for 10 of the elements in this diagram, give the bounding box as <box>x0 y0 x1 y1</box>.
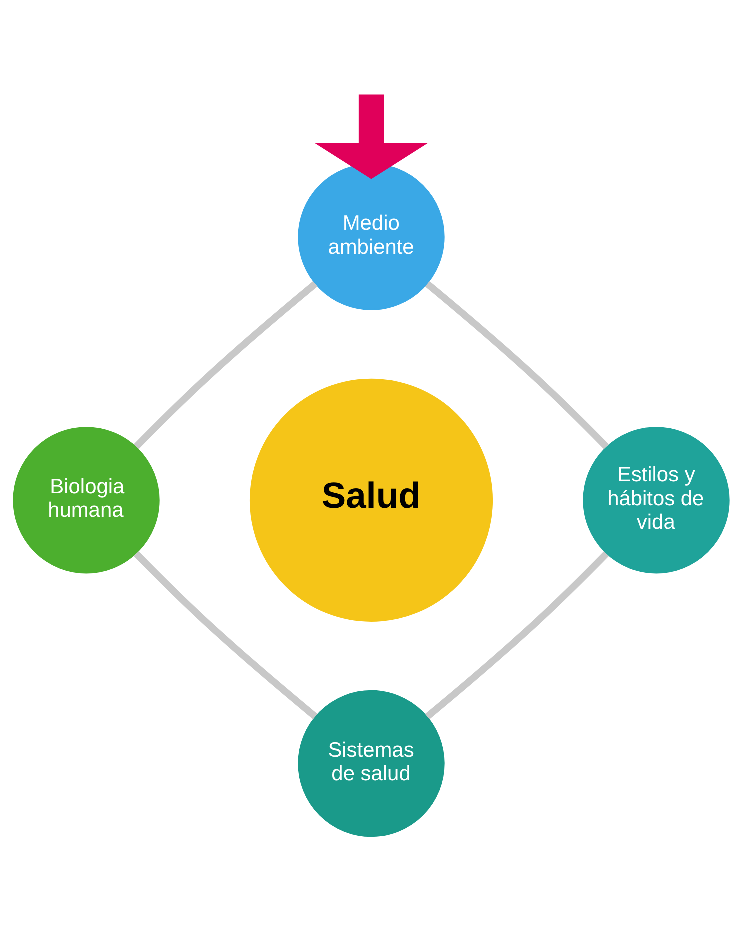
node-circle: Biologia humana <box>13 427 160 574</box>
node-circle: Estilos y hábitos de vida <box>583 427 730 574</box>
connector <box>134 281 318 450</box>
arrow <box>315 94 428 180</box>
connector <box>425 551 610 720</box>
node-circle: Medio ambiente <box>298 164 445 310</box>
node-circle: Sistemas de salud <box>298 690 445 838</box>
connector <box>134 551 318 720</box>
connector <box>425 281 610 450</box>
node-circle: Salud <box>250 378 494 622</box>
